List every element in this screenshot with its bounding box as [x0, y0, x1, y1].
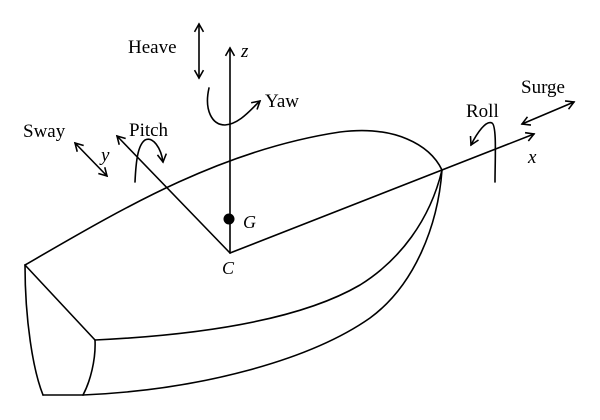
- coordinate-axes: [115, 46, 536, 254]
- y-axis-label: y: [99, 145, 110, 166]
- roll-arrow: [469, 121, 497, 183]
- hull-deck-outline: [24, 129, 443, 266]
- surge-arrow: [520, 100, 576, 126]
- yaw-label: Yaw: [265, 91, 299, 112]
- z-axis-label: z: [240, 41, 249, 62]
- roll-label: Roll: [466, 101, 499, 122]
- x-axis-label: x: [527, 147, 537, 168]
- x-axis: [229, 131, 536, 254]
- center-of-gravity-point: [223, 213, 235, 225]
- pitch-arrow: [134, 138, 168, 183]
- surge-label: Surge: [521, 77, 565, 98]
- sway-label: Sway: [23, 121, 66, 142]
- hull-deck-side-edge: [94, 169, 443, 341]
- hull-transom-right: [82, 339, 96, 396]
- yaw-arrow: [206, 87, 262, 126]
- y-axis: [115, 134, 231, 254]
- pitch-label: Pitch: [129, 120, 169, 141]
- hull-deck-front-edge: [24, 264, 96, 341]
- origin-label: C: [222, 258, 235, 278]
- ship-hull: [24, 129, 443, 396]
- heave-label: Heave: [128, 37, 177, 58]
- hull-transom-left: [24, 264, 44, 396]
- sway-arrow: [73, 141, 109, 178]
- hull-keel-line: [82, 169, 443, 396]
- center-of-gravity-label: G: [243, 212, 256, 232]
